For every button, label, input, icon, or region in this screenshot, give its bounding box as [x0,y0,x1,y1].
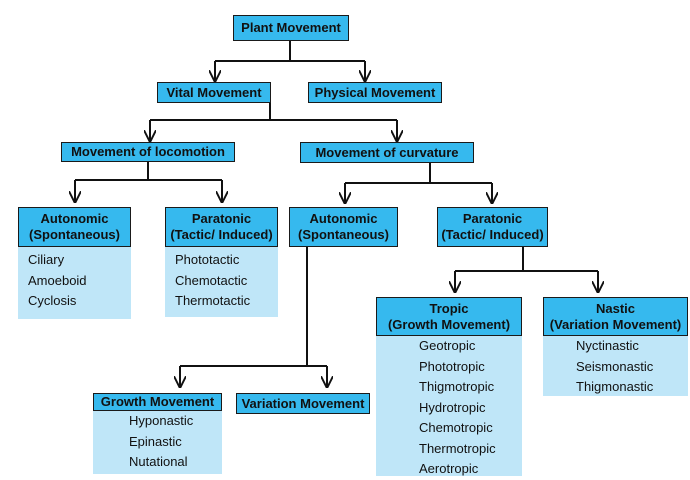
curvature-node: Movement of curvature [300,142,474,163]
list-item: Amoeboid [28,272,87,288]
curvature-label: Movement of curvature [315,144,459,160]
list-item: Hydrotropic [419,399,486,415]
locomotion-autonomic-title: Autonomic [40,211,109,227]
list-item: Nyctinastic [576,338,639,353]
list-item: Thigmotropic [419,379,495,394]
locomotion-paratonic-subtitle: (Tactic/ Induced) [170,227,273,242]
list-item: Geotropic [419,338,476,353]
tropic-title: Tropic [429,300,469,316]
list-item: Aerotropic [419,461,479,476]
curvature-autonomic-subtitle: (Spontaneous) [298,227,389,242]
growth-movement-list: Hyponastic Epinastic Nutational [93,411,222,474]
locomotion-paratonic-node: Paratonic (Tactic/ Induced) [165,207,278,247]
curvature-paratonic-title: Paratonic [462,211,523,227]
list-item: Epinastic [129,433,182,449]
variation-movement-label: Variation Movement [241,395,365,411]
nastic-node: Nastic (Variation Movement) [543,297,688,336]
locomotion-autonomic-subtitle: (Spontaneous) [29,227,120,242]
tropic-node: Tropic (Growth Movement) [376,297,522,336]
locomotion-node: Movement of locomotion [61,142,235,162]
growth-movement-label: Growth Movement [100,394,215,410]
list-item: Chemotactic [175,272,248,288]
curvature-autonomic-node: Autonomic (Spontaneous) [289,207,398,247]
list-item: Ciliary [28,252,65,267]
locomotion-autonomic-list: Ciliary Amoeboid Cyclosis [18,247,131,319]
nastic-subtitle: (Variation Movement) [549,316,682,332]
locomotion-paratonic-list: Phototactic Chemotactic Thermotactic [165,247,278,317]
tropic-subtitle: (Growth Movement) [387,316,511,332]
nastic-title: Nastic [595,300,636,316]
curvature-paratonic-subtitle: (Tactic/ Induced) [441,227,544,242]
list-item: Thermotactic [175,293,251,308]
vital-movement-label: Vital Movement [166,84,262,100]
nastic-list: Nyctinastic Seismonastic Thigmonastic [543,336,688,396]
list-item: Seismonastic [576,358,654,374]
curvature-paratonic-node: Paratonic (Tactic/ Induced) [437,207,548,247]
list-item: Thigmonastic [576,379,654,394]
plant-movement-node: Plant Movement [233,15,349,41]
physical-movement-node: Physical Movement [308,82,442,103]
locomotion-label: Movement of locomotion [71,144,225,160]
physical-movement-label: Physical Movement [314,84,436,100]
locomotion-paratonic-title: Paratonic [191,211,252,227]
list-item: Nutational [129,454,188,469]
plant-movement-label: Plant Movement [241,20,341,36]
tropic-list: Geotropic Phototropic Thigmotropic Hydro… [376,336,522,476]
list-item: Phototactic [175,252,240,267]
list-item: Thermotropic [419,440,496,456]
list-item: Phototropic [419,358,485,374]
variation-movement-node: Variation Movement [236,393,370,414]
list-item: Hyponastic [129,413,194,428]
list-item: Cyclosis [28,293,77,308]
curvature-autonomic-title: Autonomic [309,211,378,227]
list-item: Chemotropic [419,420,493,435]
growth-movement-node: Growth Movement [93,393,222,411]
vital-movement-node: Vital Movement [157,82,271,103]
locomotion-autonomic-node: Autonomic (Spontaneous) [18,207,131,247]
